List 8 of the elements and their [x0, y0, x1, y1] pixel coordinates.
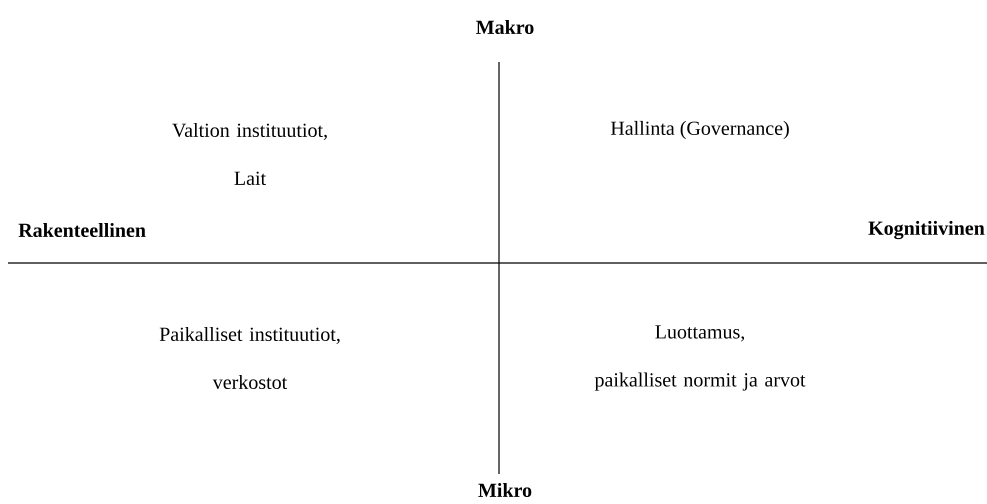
quadrant-text: Hallinta (Governance) [610, 120, 789, 140]
axis-label: Kognitiivinen [868, 220, 985, 240]
axis-label: Mikro [478, 482, 532, 498]
quadrant-text: Valtion instituutiot, Lait [172, 122, 327, 186]
quadrant-text: Luottamus, paikalliset normit ja arvot [594, 325, 806, 391]
quadrant-text: Paikalliset instituutiot, verkostot [160, 326, 340, 390]
axis-label: Makro [476, 20, 534, 34]
axis-label: Rakenteellinen [18, 222, 146, 238]
